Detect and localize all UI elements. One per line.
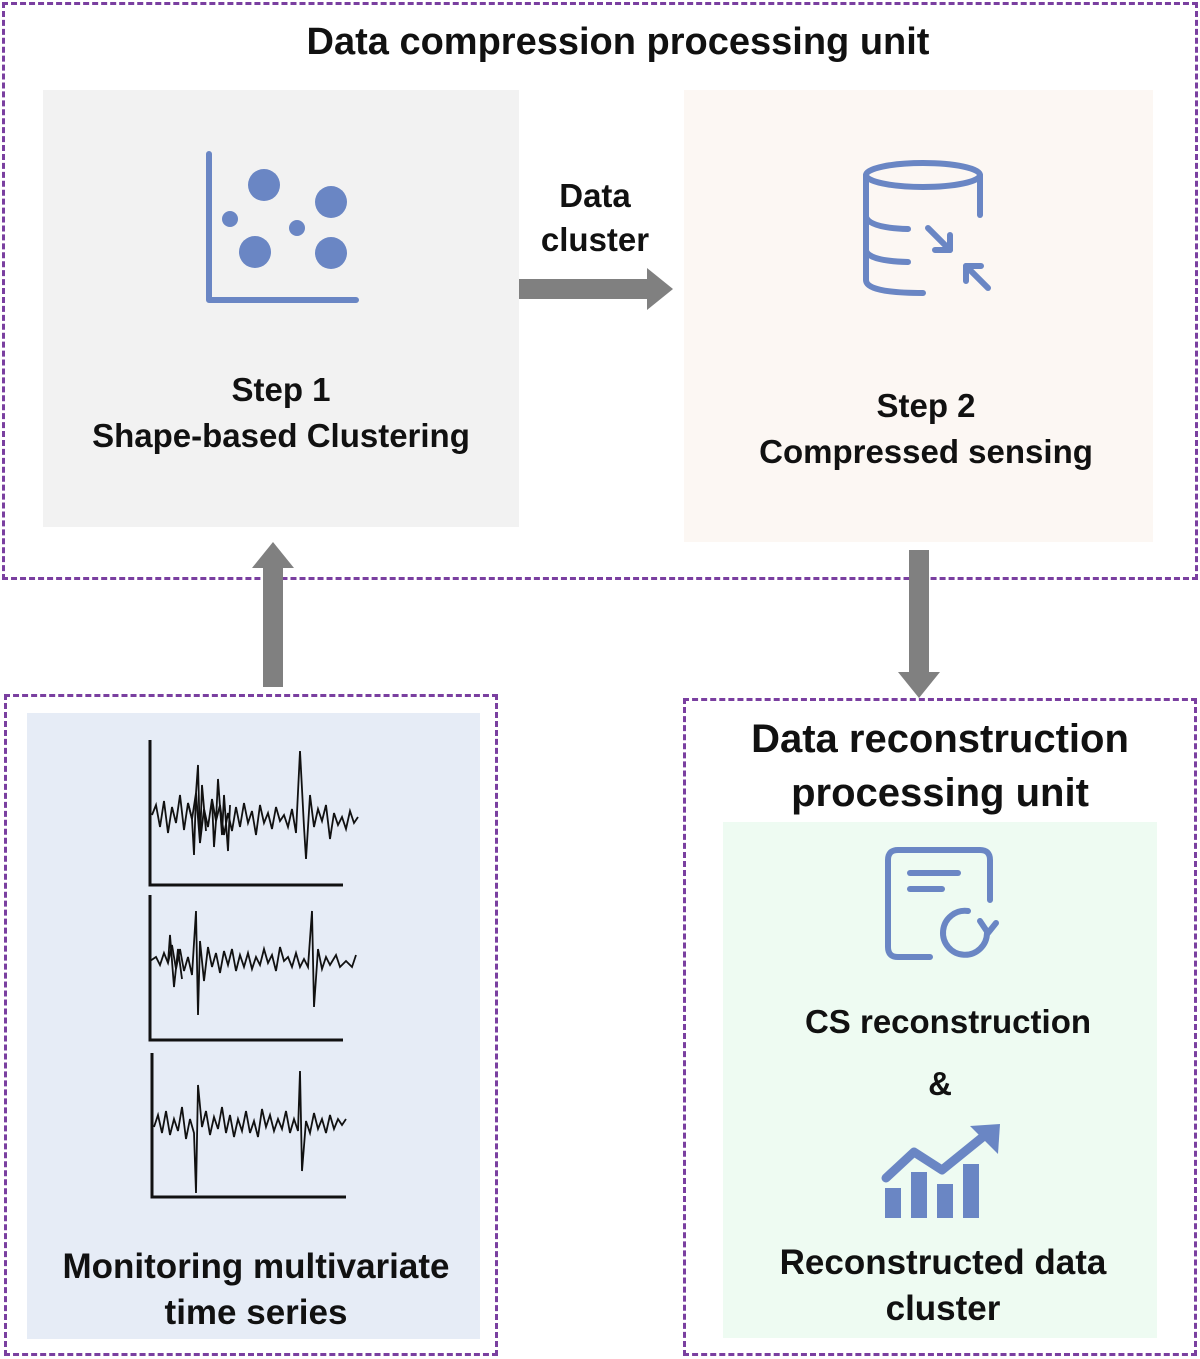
timeseries-label-line2: time series: [164, 1293, 348, 1332]
timeseries-plot-3: [150, 1053, 347, 1199]
input-unit-frame: [4, 694, 498, 1356]
step2-number: Step 2: [876, 387, 976, 424]
step1-label: Step 1 Shape-based Clustering: [43, 370, 519, 455]
reconstructed-data-label: Reconstructed data cluster: [723, 1242, 1163, 1330]
cs-reconstruction-label: CS reconstruction: [804, 1003, 1092, 1040]
step2-label: Step 2 Compressed sensing: [684, 386, 1168, 471]
reconstruction-title-line1: Data reconstruction: [751, 717, 1129, 761]
timeseries-plot-2: [148, 895, 357, 1042]
reconstruction-panel: [723, 822, 1157, 1338]
bar-chart-trend-icon: [880, 1120, 1005, 1225]
step1-name: Shape-based Clustering: [92, 416, 470, 454]
reconstruction-unit-frame: [683, 698, 1197, 1356]
arrow-input-to-step1: [252, 542, 294, 687]
scatter-plot-icon: [200, 150, 365, 310]
timeseries-plot-1: [148, 740, 359, 887]
timeseries-label: Monitoring multivariate time series: [27, 1246, 485, 1334]
step1-number: Step 1: [231, 371, 331, 408]
arrow-step1-to-step2: [519, 268, 673, 310]
data-cluster-line1: Data: [559, 177, 631, 214]
step1-panel: [43, 90, 519, 527]
reconstruction-unit-title: Data reconstruction processing unit: [683, 715, 1197, 817]
reconstruction-title-line2: processing unit: [791, 771, 1089, 815]
reconstructed-label-line1: Reconstructed data: [779, 1243, 1107, 1282]
timeseries-label-line1: Monitoring multivariate: [62, 1247, 450, 1286]
compression-unit-frame: [2, 2, 1198, 580]
timeseries-plots: [140, 735, 370, 1205]
compression-unit-title: Data compression processing unit: [306, 21, 930, 63]
reconstructed-label-line2: cluster: [885, 1289, 1001, 1328]
database-compress-icon: [860, 155, 1000, 305]
document-refresh-icon: [880, 845, 1005, 970]
step2-name: Compressed sensing: [759, 432, 1093, 470]
arrow-step2-to-reconstruction: [898, 550, 940, 698]
data-cluster-line2: cluster: [540, 220, 650, 258]
ampersand-label: &: [928, 1065, 952, 1102]
data-cluster-label: Data cluster: [520, 176, 670, 259]
